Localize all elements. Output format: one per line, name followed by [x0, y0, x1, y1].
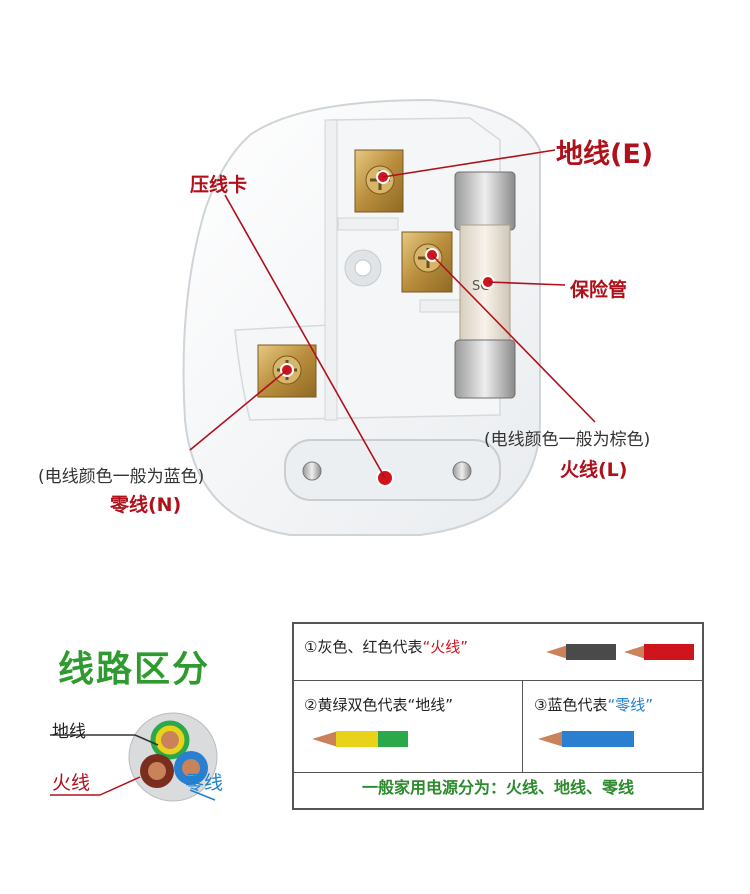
- legend-row-live: ①灰色、红色代表“火线”: [304, 636, 468, 657]
- legend-row-earth: ②黄绿双色代表“地线”: [304, 694, 453, 715]
- neutral-callout: 零线(N): [110, 494, 182, 516]
- divider: [294, 680, 702, 681]
- plug-diagram: SG: [182, 98, 596, 536]
- divider: [522, 680, 523, 772]
- legend-live-quote: “火线”: [422, 638, 468, 656]
- cable-label-earth: 地线: [52, 722, 86, 742]
- legend-neutral-quote: “零线”: [607, 696, 653, 714]
- clamp-callout: 压线卡: [190, 174, 248, 196]
- live-callout: 火线(L): [560, 459, 628, 481]
- fuse: SG: [454, 171, 516, 399]
- cord-clamp: [284, 439, 501, 501]
- legend-live-text: ①灰色、红色代表: [304, 638, 423, 656]
- neutral-note: (电线颜色一般为蓝色): [38, 467, 205, 487]
- legend-earth-text: ②黄绿双色代表: [304, 696, 408, 714]
- cable-cross-section: [50, 712, 218, 802]
- earth-wire-sample: [312, 731, 408, 747]
- live-terminal: [401, 231, 453, 293]
- cable-label-live: 火线: [52, 772, 91, 794]
- divider: [294, 772, 702, 773]
- legend-neutral-text: ③蓝色代表: [534, 696, 608, 714]
- legend-row-neutral: ③蓝色代表“零线”: [534, 694, 653, 715]
- live-wire-samples: [546, 644, 694, 660]
- fuse-callout: 保险管: [570, 279, 628, 301]
- section-title: 线路区分: [58, 649, 211, 690]
- wire-legend-table: ①灰色、红色代表“火线” ②黄绿双色代表“地线” ③蓝色代表“零线” 一般家用电…: [292, 622, 704, 810]
- neutral-wire-sample: [538, 731, 634, 747]
- live-note: (电线颜色一般为棕色): [484, 430, 651, 450]
- cable-label-neutral: 零线: [185, 772, 224, 794]
- legend-footer: 一般家用电源分为：火线、地线、零线: [361, 778, 634, 797]
- legend-earth-quote: “地线”: [407, 696, 453, 714]
- earth-callout: 地线(E): [556, 139, 654, 170]
